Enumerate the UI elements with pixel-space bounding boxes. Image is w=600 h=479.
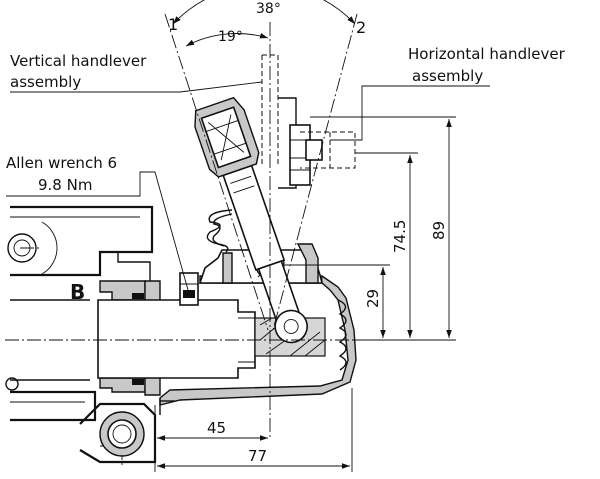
port-letter-b: B (70, 280, 85, 304)
angle-half-label: 19° (218, 29, 243, 45)
centerlines (5, 13, 358, 466)
lever-horizontal-hidden (300, 131, 356, 169)
bellows (206, 209, 233, 253)
pivot-boot (198, 243, 324, 284)
lever-vertical-hidden (261, 54, 311, 189)
angle-total-label: 38° (256, 1, 281, 17)
allen-wrench-label-line2: 9.8 Nm (38, 176, 92, 194)
dimension-lines (154, 0, 456, 472)
lever-inclined (194, 96, 308, 344)
dim-45-label: 45 (207, 419, 226, 437)
bottom-mount (79, 402, 157, 464)
spool-stem (97, 299, 256, 379)
leader-lines (6, 81, 490, 291)
allen-screw (179, 272, 199, 306)
dim-29-label: 29 (364, 289, 382, 308)
valve-body (5, 205, 154, 422)
handle-housing (159, 275, 357, 415)
vertical-handlever-label-line2: assembly (10, 73, 81, 91)
dim-77-label: 77 (248, 447, 267, 465)
horizontal-handlever-label-line2: assembly (412, 67, 483, 85)
horizontal-handlever-label-line1: Horizontal handlever (408, 45, 566, 63)
dim-74-5-label: 74.5 (391, 220, 409, 253)
vertical-handlever-label-line1: Vertical handlever (10, 52, 147, 70)
allen-wrench-label-line1: Allen wrench 6 (6, 154, 117, 172)
dim-89-label: 89 (430, 221, 448, 240)
boot-ribs (337, 299, 347, 371)
position-2-label: 2 (356, 18, 366, 37)
position-1-label: 1 (168, 15, 178, 34)
